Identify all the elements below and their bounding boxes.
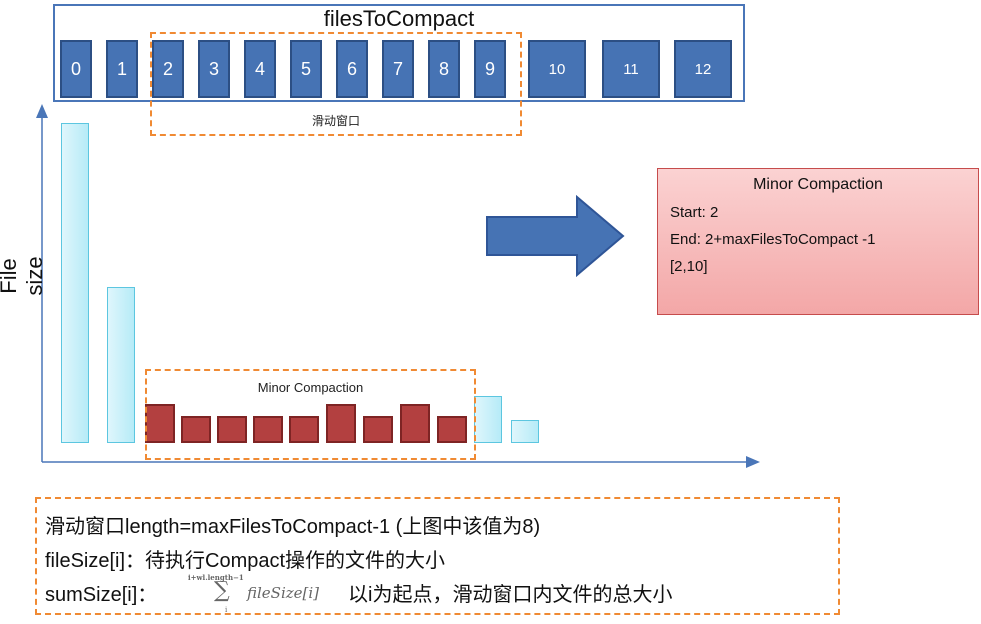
file-size-bar-4	[217, 416, 247, 443]
minor-compaction-window	[145, 369, 476, 460]
file-size-bar-0	[61, 123, 89, 443]
file-box-3: 3	[198, 40, 230, 98]
minor-compaction-window-label: Minor Compaction	[257, 380, 364, 395]
file-size-bar-8	[363, 416, 393, 443]
file-box-0: 0	[60, 40, 92, 98]
file-size-bar-9	[400, 404, 430, 443]
file-size-bar-7	[326, 404, 356, 443]
right-arrow-icon	[486, 195, 625, 277]
file-box-12: 12	[674, 40, 732, 98]
file-size-bar-6	[289, 416, 319, 443]
file-size-bar-11	[474, 396, 502, 443]
file-box-8: 8	[428, 40, 460, 98]
files-to-compact-title: filesToCompact	[323, 6, 475, 31]
file-box-9: 9	[474, 40, 506, 98]
files-to-compact-panel	[53, 4, 745, 102]
minor-compaction-result	[657, 168, 979, 315]
file-box-1: 1	[106, 40, 138, 98]
file-box-10: 10	[528, 40, 586, 98]
file-box-label: 7	[392, 58, 403, 79]
file-box-6: 6	[336, 40, 368, 98]
file-size-bar-5	[253, 416, 283, 443]
notes-box	[35, 497, 840, 615]
sum-term: fileSize[i]	[247, 584, 320, 602]
result-end: End: 2+maxFilesToCompact -1	[670, 231, 876, 248]
note-file-size: fileSize[i]：待执行Compact操作的文件的大小	[45, 550, 446, 572]
file-box-label: 4	[254, 58, 265, 79]
note-window-length: 滑动窗口length=maxFilesToCompact-1 (上图中该值为8)	[45, 516, 541, 538]
file-box-label: 0	[70, 58, 81, 79]
file-size-bar-12	[511, 420, 539, 443]
file-box-5: 5	[290, 40, 322, 98]
result-range: [2,10]	[670, 258, 708, 275]
file-box-label: 3	[208, 58, 219, 79]
sliding-window-label: 滑动窗口	[311, 114, 360, 128]
file-size-bar-3	[181, 416, 211, 443]
file-box-2: 2	[152, 40, 184, 98]
file-box-11: 11	[602, 40, 660, 98]
file-box-label: 8	[438, 58, 449, 79]
file-box-4: 4	[244, 40, 276, 98]
file-box-label: 12	[694, 60, 712, 78]
y-axis-label: File size	[0, 256, 47, 296]
file-size-bar-10	[437, 416, 467, 443]
file-box-label: 1	[116, 58, 127, 79]
file-size-bar-1	[107, 287, 135, 443]
note-sum-size-prefix: sumSize[i]：	[45, 584, 158, 606]
file-box-label: 10	[548, 60, 566, 78]
result-start: Start: 2	[670, 204, 719, 221]
file-box-label: 5	[300, 58, 311, 79]
sum-upper-limit: i+wl.length−1	[188, 573, 244, 582]
file-box-label: 6	[346, 58, 357, 79]
sum-lower-limit: i	[225, 606, 228, 614]
file-box-label: 11	[623, 60, 639, 78]
file-box-7: 7	[382, 40, 414, 98]
sliding-window-box	[150, 32, 522, 136]
note-sum-size-desc: 以i为起点，滑动窗口内文件的总大小	[348, 584, 673, 606]
file-box-label: 9	[484, 58, 495, 79]
result-title: Minor Compaction	[753, 176, 883, 193]
sum-symbol: ∑	[214, 578, 230, 603]
file-box-label: 2	[162, 58, 173, 79]
